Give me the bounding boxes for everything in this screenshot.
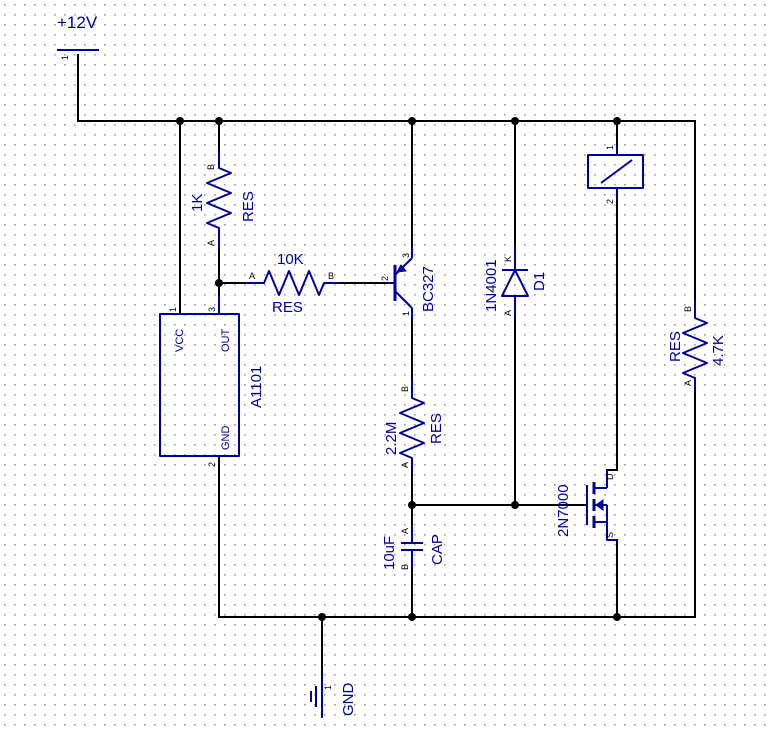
junction-dot	[408, 613, 416, 621]
resistor-10k-zigzag	[246, 270, 340, 296]
junction-dot	[511, 117, 519, 125]
resistor-1k-zigzag	[206, 150, 232, 250]
wires	[77, 54, 696, 676]
mosfet-arrow	[595, 499, 604, 511]
ic-a1101[interactable]: VCC OUT GND A1101 1 3 2	[159, 295, 265, 467]
resistor-10k[interactable]: A B 10K RES	[246, 251, 340, 316]
relay-box	[587, 154, 644, 189]
resistor-2m2[interactable]: B A 2.2M RES	[383, 380, 445, 470]
capacitor-pin-a: A	[400, 528, 410, 534]
ground-label: GND	[340, 683, 357, 717]
ic-pin-1: 1	[168, 307, 178, 312]
junction-dot	[215, 279, 223, 287]
junction-dot	[176, 117, 184, 125]
diode-pin-k: K	[503, 256, 513, 262]
supply-12v[interactable]: +12V 1	[57, 13, 99, 60]
capacitor-pin-b: B	[400, 564, 410, 570]
ic-gnd-label: GND	[220, 426, 232, 451]
mosfet-source-lead	[606, 505, 617, 541]
diode-ref: D1	[531, 272, 548, 291]
resistor-1k-value: 1K	[189, 194, 206, 212]
junction-dot	[408, 501, 416, 509]
junctions	[176, 117, 621, 621]
relay-pin-2: 2	[605, 199, 615, 204]
resistor-4k7[interactable]: B A RES 4.7K	[667, 300, 727, 390]
capacitor-type: CAP	[429, 534, 446, 565]
mosfet-pin-d: D	[605, 473, 615, 480]
diode-d1[interactable]: K A 1N4001 D1	[483, 245, 548, 318]
ic-pin-3: 3	[207, 307, 217, 312]
transistor-pin-3: 3	[401, 253, 411, 258]
resistor-1k-type: RES	[240, 191, 257, 222]
relay-pin-1: 1	[605, 145, 615, 150]
resistor-10k-pin-b: B	[328, 271, 334, 281]
ic-vcc-label: VCC	[174, 329, 186, 352]
ground-pin: 1	[323, 685, 333, 690]
resistor-1k-pin-b: B	[206, 164, 216, 170]
resistor-2m2-value: 2.2M	[383, 422, 400, 455]
ground-symbol[interactable]: 1 GND	[310, 675, 357, 718]
junction-dot	[613, 613, 621, 621]
junction-dot	[511, 501, 519, 509]
transistor-pin-1: 1	[401, 311, 411, 316]
resistor-4k7-pin-a: A	[683, 380, 693, 386]
mosfet-pin-s: S	[605, 532, 615, 538]
resistor-10k-pin-a: A	[249, 271, 255, 281]
resistor-4k7-type: RES	[667, 331, 684, 362]
junction-dot	[408, 117, 416, 125]
ic-pin-2: 2	[207, 462, 217, 467]
resistor-4k7-pin-b: B	[683, 306, 693, 312]
resistor-4k7-zigzag	[682, 300, 708, 390]
capacitor-value: 10uF	[381, 536, 398, 570]
supply-pin: 1	[60, 55, 70, 60]
junction-dot	[613, 117, 621, 125]
diode-part: 1N4001	[483, 259, 500, 312]
mosfet-2n7000[interactable]: D S 2N7000	[555, 470, 617, 541]
ic-name: A1101	[248, 366, 265, 408]
resistor-1k-pin-a: A	[206, 240, 216, 246]
transistor-lead-bottom	[394, 290, 413, 309]
mosfet-part: 2N7000	[555, 484, 572, 537]
relay-coil[interactable]: 1 2	[587, 145, 644, 204]
resistor-1k[interactable]: B A 1K RES	[189, 150, 257, 250]
ic-out-label: OUT	[220, 329, 232, 353]
transistor-name: BC327	[420, 266, 437, 312]
junction-dot	[318, 613, 326, 621]
transistor-pin-2: 2	[380, 276, 390, 281]
diode-pin-a: A	[503, 310, 513, 316]
relay-diagonal	[600, 159, 633, 184]
supply-label: +12V	[57, 13, 98, 32]
junction-dot	[215, 117, 223, 125]
resistor-10k-value: 10K	[277, 251, 304, 268]
resistor-2m2-pin-b: B	[400, 386, 410, 392]
resistor-2m2-pin-a: A	[400, 462, 410, 468]
resistor-10k-type: RES	[272, 299, 303, 316]
resistor-4k7-value: 4.7K	[710, 335, 727, 366]
ic-body	[159, 313, 240, 457]
transistor-arrow	[396, 264, 407, 273]
resistor-2m2-zigzag	[399, 380, 425, 470]
capacitor-10uf[interactable]: A B 10uF CAP	[381, 525, 446, 570]
resistor-2m2-type: RES	[428, 413, 445, 444]
transistor-bc327[interactable]: 3 2 1 BC327	[380, 248, 437, 318]
